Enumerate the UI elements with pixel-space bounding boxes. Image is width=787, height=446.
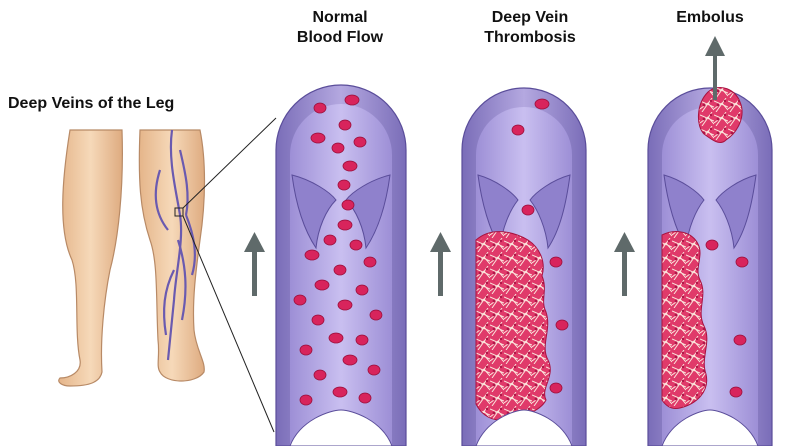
thrombus <box>476 232 550 420</box>
flow-arrow-normal <box>244 232 265 296</box>
flow-arrow-dvt <box>430 232 451 296</box>
vessel-dvt <box>462 88 586 446</box>
vessel-embolus <box>648 36 772 446</box>
left-leg <box>59 130 123 386</box>
vessel-normal <box>276 85 406 446</box>
legs-illustration <box>59 118 276 432</box>
flow-arrow-embolus <box>614 232 635 296</box>
